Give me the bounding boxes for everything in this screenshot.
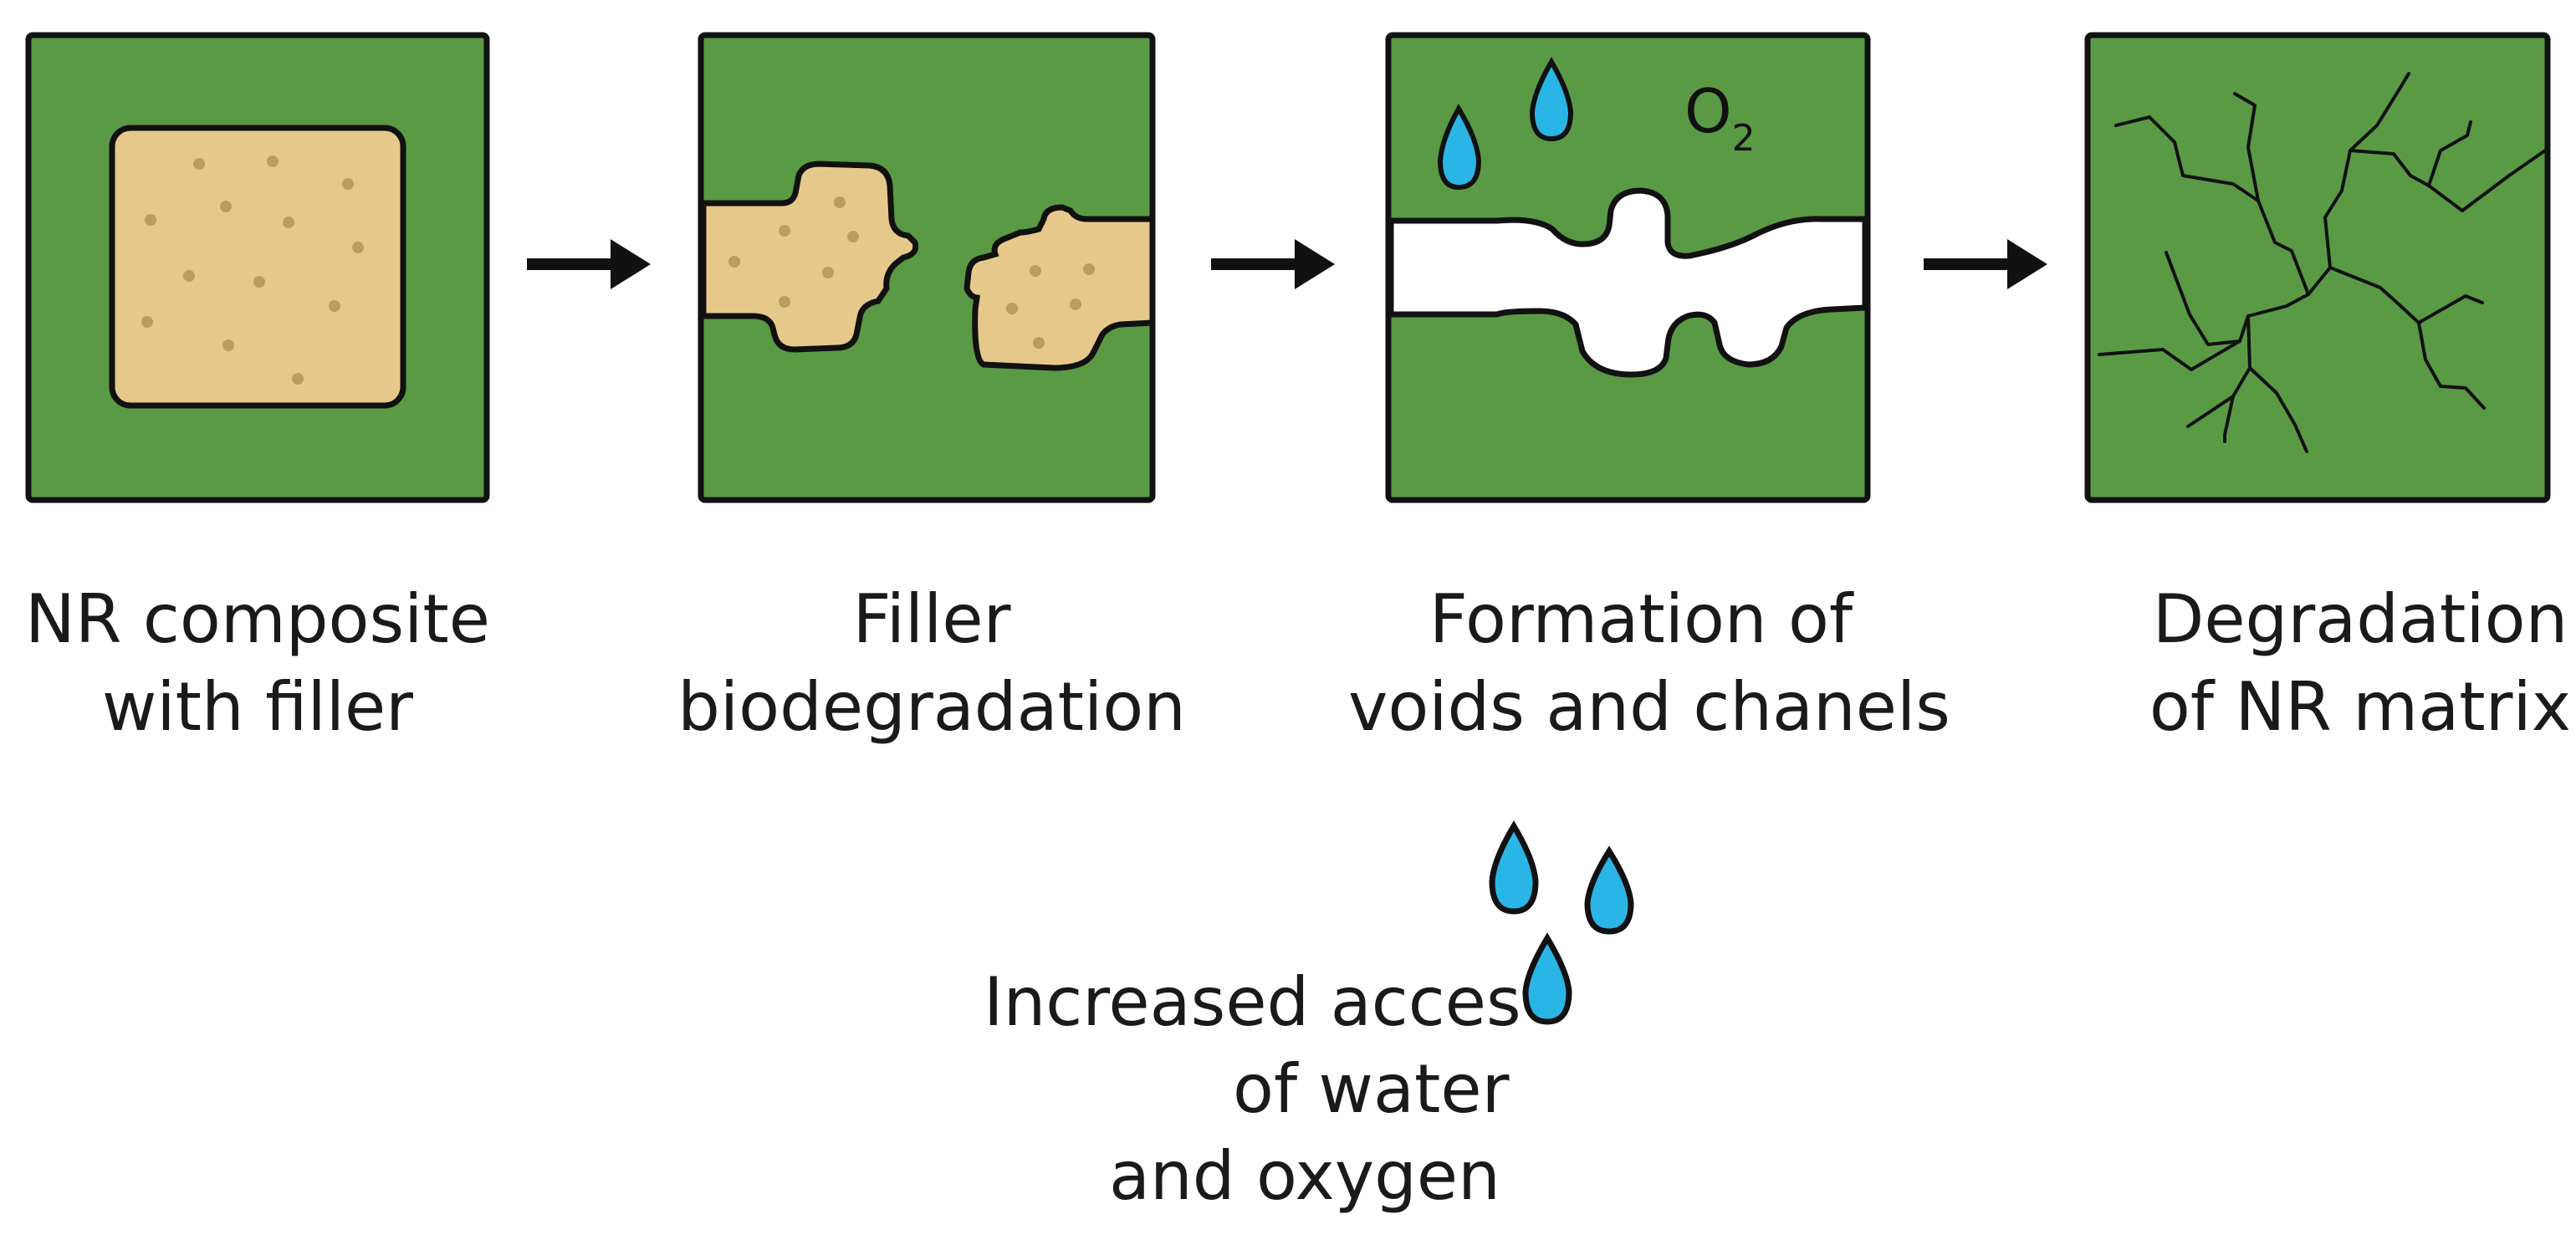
filler-particles	[728, 196, 1095, 349]
panel-nr-composite	[25, 32, 490, 503]
filler-fragment-left	[700, 161, 919, 353]
arrow-right-icon	[1211, 239, 1335, 289]
void-channel	[1388, 187, 1868, 378]
water-drop-icon	[1489, 820, 1539, 915]
stage-label-nr-composite: NR composite with filler	[25, 580, 490, 746]
arrow-right-icon	[527, 239, 651, 289]
water-drop-icon	[1437, 104, 1482, 191]
panel-voids-formation: O2	[1385, 32, 1871, 503]
note-line-1: Increased acces	[984, 963, 1521, 1041]
stage-label-matrix-degradation: Degradation of NR matrix	[2149, 580, 2572, 746]
filler-block	[109, 125, 406, 409]
stage-label-voids-formation: Formation of voids and chanels	[1348, 580, 1950, 746]
stage-label-filler-biodegradation: Filler biodegradation	[677, 580, 1186, 746]
water-drop-icon	[1584, 845, 1634, 935]
note-line-3: and oxygen	[1109, 1137, 1500, 1215]
arrow-right-icon	[1924, 239, 2047, 289]
filler-particles	[141, 156, 364, 385]
panel-matrix-degradation	[2084, 32, 2551, 503]
matrix-cracks	[2098, 72, 2549, 453]
oxygen-label: O2	[1684, 76, 1756, 160]
note-line-2: of water	[1233, 1050, 1510, 1128]
panel-filler-biodegradation	[698, 32, 1156, 503]
water-drop-icon	[1522, 932, 1572, 1025]
water-drop-icon	[1529, 57, 1574, 142]
filler-fragment-right	[963, 204, 1156, 371]
